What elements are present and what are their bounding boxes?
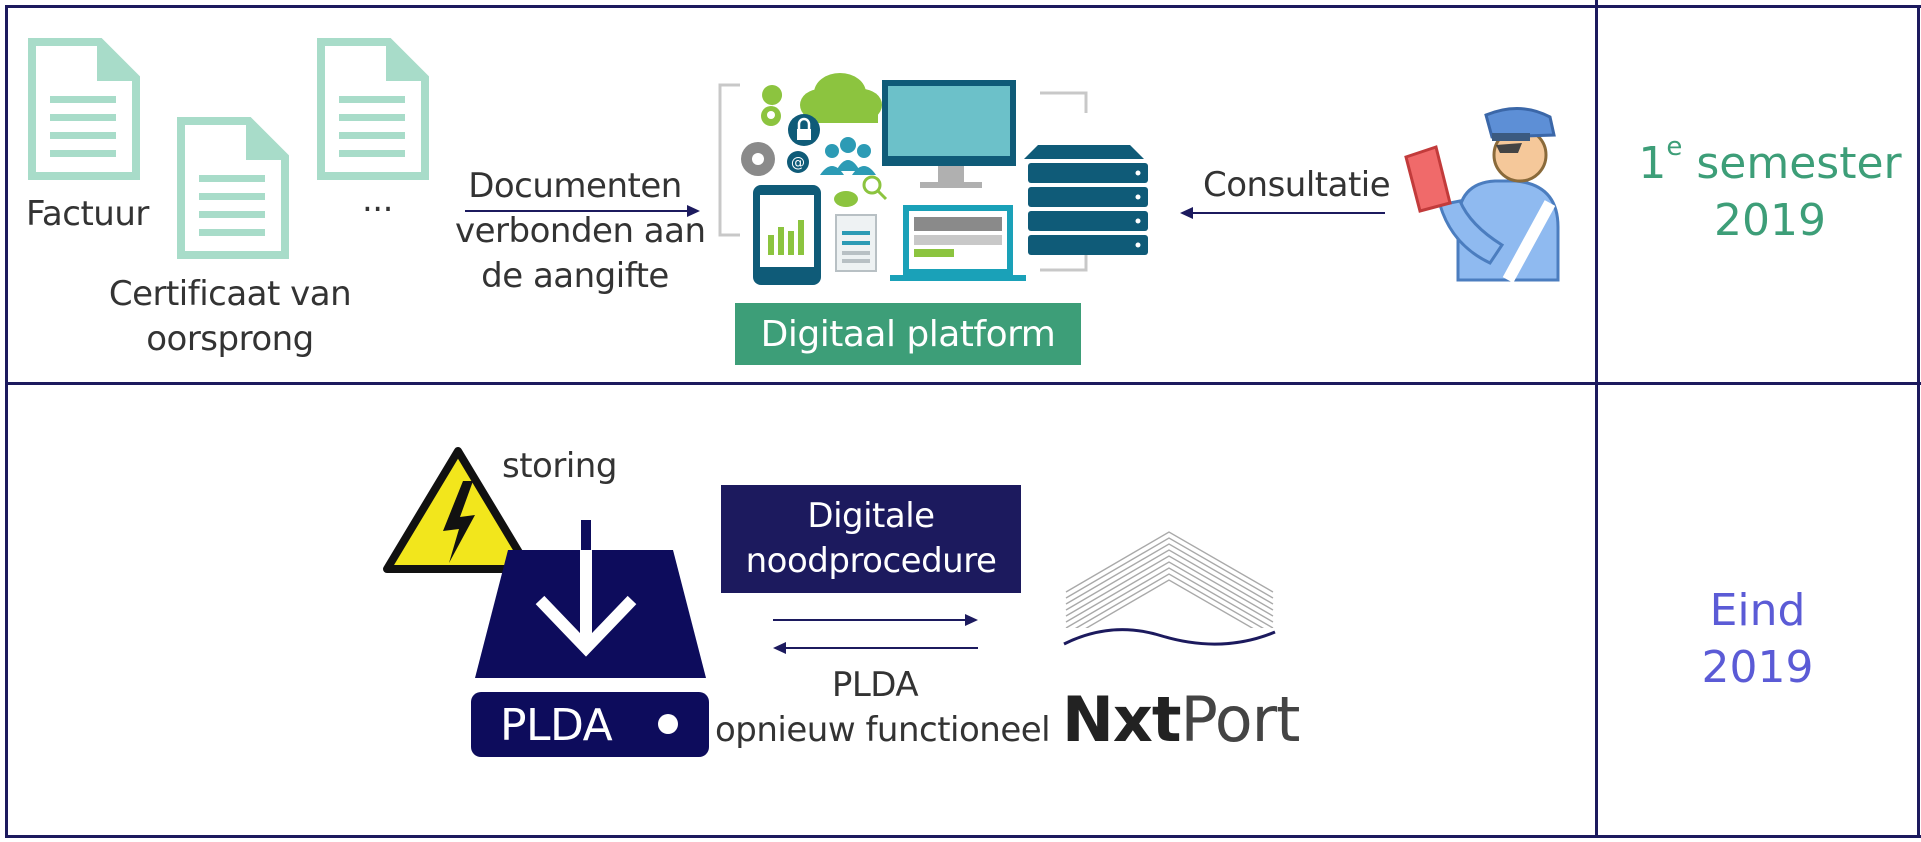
return-line-1: PLDA	[831, 665, 919, 705]
customs-officer-icon	[1404, 106, 1560, 283]
arrow-to-nxtport	[773, 614, 978, 626]
nxtport-wordmark-bold: Nxt	[1062, 683, 1182, 756]
document-icon	[317, 38, 429, 180]
period-row-2: Eind 2019	[1600, 582, 1915, 696]
nxtport-logo	[1062, 531, 1277, 663]
period-ordinal: 1	[1638, 138, 1667, 189]
document-icon	[177, 117, 289, 259]
certificaat-line-1: Certificaat van	[108, 274, 352, 314]
period-row-1: 1e semester 2019	[1600, 132, 1921, 249]
arrow-from-officer	[1180, 207, 1385, 219]
nxtport-wordmark: NxtPort	[1062, 683, 1301, 756]
flow-line-3: de aangifte	[481, 255, 669, 296]
arrow-to-platform	[465, 205, 700, 217]
warning-icon	[383, 447, 533, 573]
plda-return-label: PLDA opnieuw functioneel	[715, 663, 1051, 753]
grid-bottom-border	[5, 835, 1921, 838]
grid-divider	[1595, 0, 1598, 838]
period-row-1-line-2: 2019	[1714, 195, 1826, 247]
nood-line-1: Digitale	[807, 496, 935, 537]
grid-right-border	[1917, 5, 1920, 838]
nood-line-2: noodprocedure	[745, 541, 997, 581]
server-icon	[1024, 145, 1148, 255]
ellipsis-label: ...	[362, 180, 393, 220]
grid-left-border	[5, 5, 8, 838]
period-ordinal-sup: e	[1666, 132, 1683, 162]
svg-text:@: @	[791, 155, 805, 171]
period-row-2-line-2: 2019	[1701, 642, 1814, 694]
period-row-1-line-1: 1e semester	[1600, 132, 1921, 192]
monitor-icon	[882, 80, 1016, 188]
certificaat-label: Certificaat van oorsprong	[100, 272, 360, 362]
digitaal-platform-label: Digitaal platform	[735, 303, 1081, 365]
grid-middle-border	[5, 382, 1921, 385]
grid-top-border	[5, 5, 1921, 8]
document-icon	[28, 38, 140, 180]
plda-drive-label: PLDA	[500, 700, 613, 751]
cloud-icon	[800, 73, 882, 123]
arrow-from-nxtport	[773, 642, 978, 654]
flow-line-1: Documenten	[468, 166, 682, 206]
certificaat-line-2: oorsprong	[146, 318, 314, 359]
download-drive-icon	[471, 520, 709, 757]
digital-platform-illustration: @	[718, 73, 1148, 285]
period-row-2-line-1: Eind	[1709, 585, 1806, 636]
digitale-noodprocedure-box: Digitale noodprocedure	[721, 485, 1021, 593]
return-line-2: opnieuw functioneel	[715, 709, 1051, 750]
consultatie-label: Consultatie	[1203, 165, 1391, 205]
flow-line-2: verbonden aan	[455, 210, 706, 251]
storing-label: storing	[502, 446, 617, 486]
period-semester: semester	[1682, 138, 1902, 189]
documenten-flow-label: Documenten verbonden aan de aangifte	[455, 164, 706, 299]
nxtport-wordmark-port: Port	[1180, 683, 1301, 756]
factuur-label: Factuur	[26, 194, 149, 234]
